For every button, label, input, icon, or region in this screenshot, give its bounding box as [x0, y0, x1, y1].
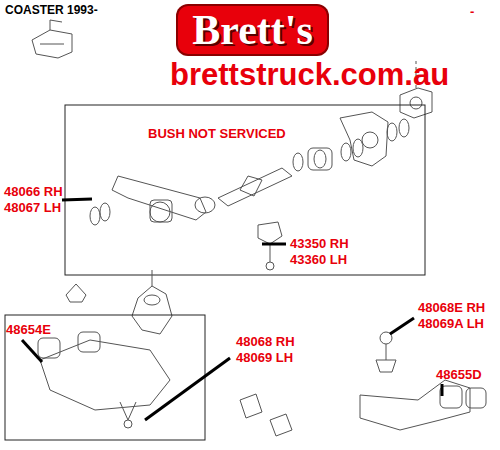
part-number: 48067 LH	[4, 200, 61, 215]
note-text: BUSH NOT SERVICED	[148, 126, 286, 141]
diagram-title: COASTER 1993-	[5, 3, 98, 17]
website-text: brettstruck.com.au	[170, 58, 449, 92]
part-number: 43360 LH	[290, 252, 347, 267]
logo-box: Brett's	[178, 6, 327, 54]
part-number: 48069 LH	[236, 350, 293, 365]
part-number: 48069A LH	[418, 316, 484, 331]
part-number: 43350 RH	[290, 236, 349, 251]
mark: -	[470, 4, 474, 19]
part-number: 48654E	[6, 322, 51, 337]
logo-text: Brett's	[192, 7, 313, 53]
part-number: 48068 RH	[236, 334, 295, 349]
part-number: 48066 RH	[4, 184, 63, 199]
part-number: 48655D	[436, 367, 482, 382]
part-number: 48068E RH	[418, 300, 485, 315]
